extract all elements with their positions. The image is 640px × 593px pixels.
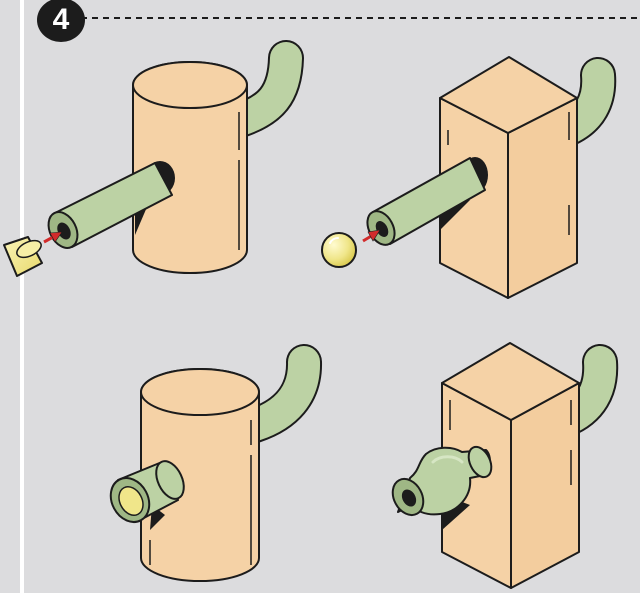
step-number-badge: 4 bbox=[37, 0, 85, 42]
insert-arrow bbox=[43, 231, 63, 244]
curved-pipe-back bbox=[237, 344, 322, 443]
wood-box-top bbox=[439, 56, 578, 134]
cylinder-post-after bbox=[109, 344, 322, 582]
insert-arrow bbox=[362, 229, 381, 243]
cone-cap bbox=[3, 236, 43, 277]
inserted-cone-cap bbox=[118, 486, 144, 516]
cylinder-top bbox=[140, 368, 260, 416]
cylinder-post-before bbox=[3, 40, 304, 277]
wood-box-top bbox=[441, 342, 580, 421]
curved-pipe-back bbox=[222, 40, 304, 138]
ball-plug bbox=[321, 232, 357, 268]
box-post-after bbox=[391, 342, 619, 589]
box-post-before bbox=[321, 56, 617, 299]
cylinder-top bbox=[132, 61, 248, 109]
